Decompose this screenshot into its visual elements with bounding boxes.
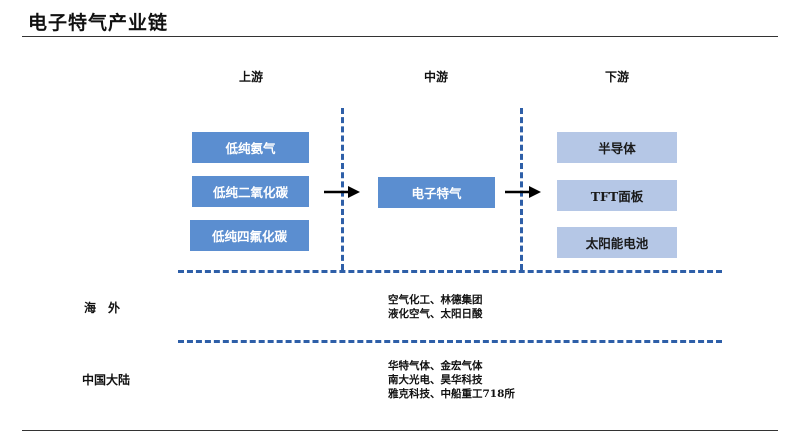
upstream-item-cf4: 低纯四氟化碳 (190, 220, 309, 251)
region-label-overseas: 海 外 (84, 301, 121, 315)
separator-chain-regions (178, 270, 722, 273)
title-underline (22, 36, 778, 37)
region-label-mainland: 中国大陆 (82, 373, 131, 387)
separator-upstream-midstream (341, 108, 344, 270)
arrow-right-icon (505, 186, 541, 198)
company-line: 南大光电、昊华科技 (388, 374, 483, 386)
company-line: 空气化工、林德集团 (388, 294, 483, 306)
midstream-header: 中游 (423, 70, 448, 84)
arrow-right-icon (324, 186, 360, 198)
bottom-rule (22, 430, 778, 431)
company-line: 雅克科技、中船重工718所 (388, 388, 515, 400)
downstream-item-solar-cell: 太阳能电池 (557, 227, 677, 258)
midstream-item: 电子特气 (378, 177, 495, 208)
mainland-companies: 华特气体、金宏气体 南大光电、昊华科技 雅克科技、中船重工718所 (388, 359, 515, 401)
downstream-item-semiconductor: 半导体 (557, 132, 677, 163)
overseas-companies: 空气化工、林德集团 液化空气、太阳日酸 (388, 293, 483, 321)
separator-midstream-downstream (520, 108, 523, 270)
downstream-header: 下游 (604, 70, 629, 84)
company-line: 华特气体、金宏气体 (388, 360, 483, 372)
upstream-item-ammonia: 低纯氨气 (192, 132, 309, 163)
upstream-header: 上游 (238, 70, 263, 84)
downstream-item-tft-panel: TFT面板 (557, 180, 677, 211)
upstream-item-co2: 低纯二氧化碳 (192, 176, 309, 207)
company-line: 液化空气、太阳日酸 (388, 308, 483, 320)
separator-overseas-mainland (178, 340, 722, 343)
page-title: 电子特气产业链 (28, 12, 169, 34)
